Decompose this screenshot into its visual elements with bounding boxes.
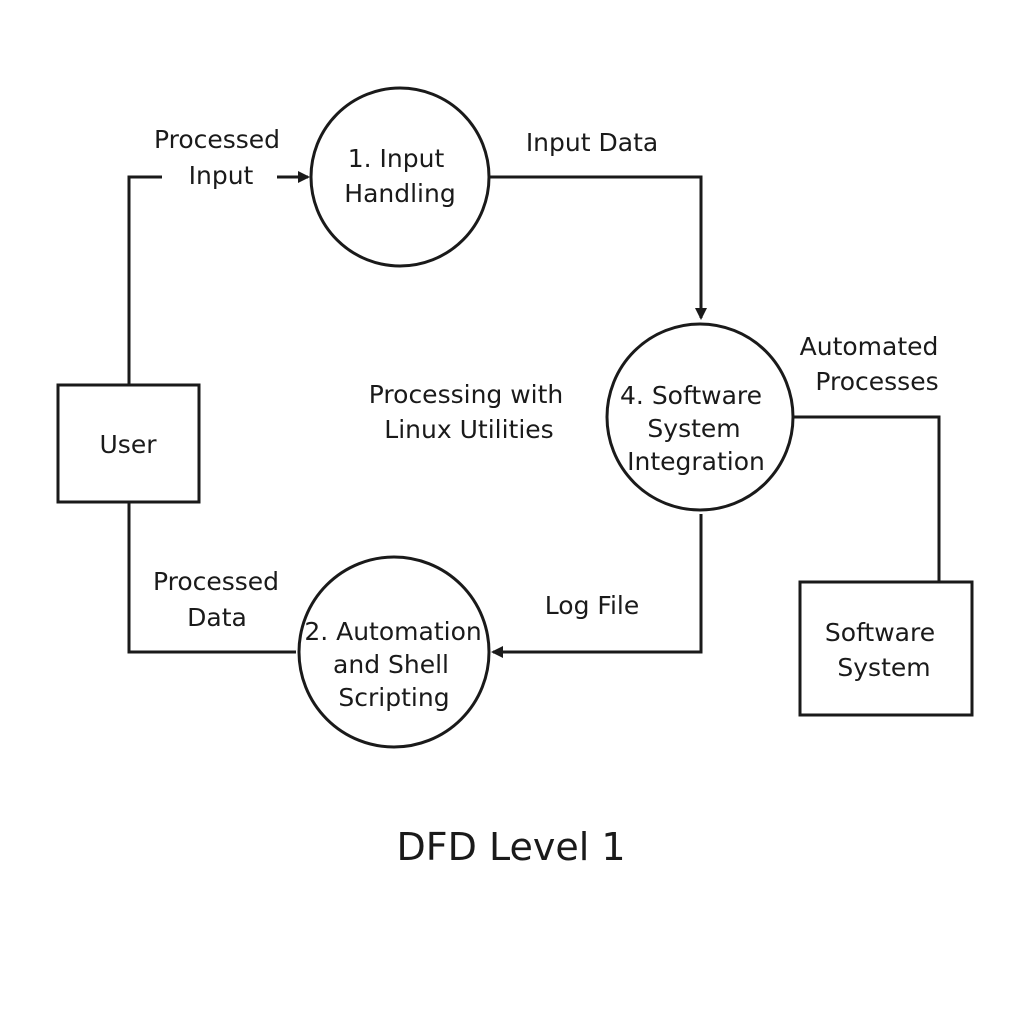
entity-software-system: [798, 580, 974, 717]
entity-user-label: User: [100, 430, 158, 459]
process-automation-label: 2. Automation and Shell Scripting: [304, 617, 489, 712]
flow-label-automated-processes: Automated Processes: [800, 332, 947, 396]
process-software-integration-label: 4. Software System Integration: [620, 381, 770, 476]
flow-processed-input-vertical: [127, 175, 162, 385]
flow-processed-data: [127, 503, 296, 654]
process-automation: [297, 555, 491, 749]
diagram-title: DFD Level 1: [396, 825, 625, 869]
flow-label-log-file: Log File: [545, 591, 639, 620]
process-input-handling: [309, 86, 491, 268]
flow-log-file: [491, 514, 703, 658]
flow-label-processing-linux: Processing with Linux Utilities: [369, 380, 571, 444]
entity-user: [56, 383, 201, 504]
process-input-handling-label: 1. Input Handling: [344, 144, 455, 208]
flow-input-data: [489, 175, 707, 320]
flow-automated-processes: [793, 415, 941, 582]
flow-label-input-data: Input Data: [526, 128, 658, 157]
flow-label-processed-data: Processed Data: [153, 567, 287, 632]
flow-label-processed-input: Processed Input: [154, 125, 288, 190]
process-software-integration: [605, 322, 795, 512]
entity-software-system-label: Software System: [825, 618, 943, 682]
